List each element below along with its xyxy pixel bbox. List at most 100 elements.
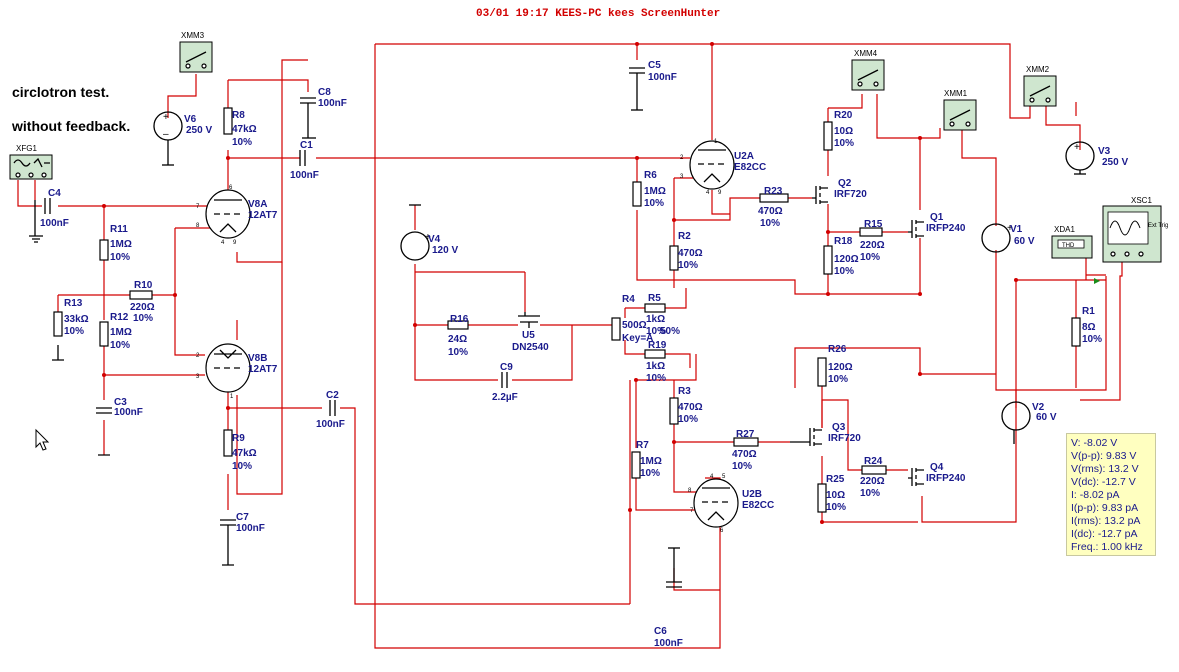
source-v4: + V4 120 V bbox=[400, 204, 458, 261]
r8-body bbox=[223, 107, 233, 135]
r25-value: 10Ω bbox=[826, 490, 845, 501]
r20-ref: R20 bbox=[834, 110, 853, 121]
u2b-part: E82CC bbox=[742, 500, 774, 511]
r7-tol: 10% bbox=[640, 468, 660, 479]
r24-tol: 10% bbox=[860, 488, 880, 499]
c4-value: 100nF bbox=[40, 218, 69, 229]
svg-text:7: 7 bbox=[196, 204, 200, 210]
c1-value: 100nF bbox=[290, 170, 319, 181]
r16-value: 24Ω bbox=[448, 334, 467, 345]
probe-ipp: I(p-p): 9.83 pA bbox=[1071, 502, 1139, 514]
c1-ref: C1 bbox=[300, 140, 313, 151]
c2-plates bbox=[329, 400, 336, 416]
svg-text:9: 9 bbox=[233, 240, 237, 246]
c5-value: 100nF bbox=[648, 72, 677, 83]
svg-text:–: – bbox=[163, 129, 169, 140]
mouse-cursor-icon bbox=[35, 428, 50, 451]
oscilloscope-xsc1[interactable]: Ext Trig XSC1 bbox=[1094, 196, 1168, 284]
r19-ref: R19 bbox=[648, 340, 667, 351]
probe-freq: Freq.: 1.00 kHz bbox=[1071, 541, 1143, 553]
r25-tol: 10% bbox=[826, 502, 846, 513]
r3-tol: 10% bbox=[678, 414, 698, 425]
function-generator-xfg1[interactable]: XFG1 bbox=[9, 144, 53, 180]
r10-ref: R10 bbox=[134, 280, 153, 291]
svg-text:+: + bbox=[1007, 223, 1013, 234]
multimeter-xmm4[interactable]: XMM4 bbox=[851, 49, 885, 91]
svg-text:1: 1 bbox=[714, 139, 718, 145]
tube-v8a bbox=[205, 189, 251, 239]
mosfet-q1 bbox=[908, 220, 924, 238]
svg-text:2: 2 bbox=[196, 353, 200, 359]
r2-ref: R2 bbox=[678, 231, 691, 242]
c9-value: 2.2µF bbox=[492, 392, 518, 403]
r20-body bbox=[823, 121, 833, 151]
c8-value: 100nF bbox=[318, 98, 347, 109]
svg-text:5: 5 bbox=[722, 474, 726, 480]
multimeter-xmm2[interactable]: XMM2 bbox=[1023, 65, 1057, 107]
r11-tol: 10% bbox=[110, 252, 130, 263]
probe-irms: I(rms): 13.2 pA bbox=[1071, 515, 1141, 527]
r11-ref: R11 bbox=[110, 224, 128, 235]
probe-v: V: -8.02 V bbox=[1071, 437, 1118, 449]
r1-ref: R1 bbox=[1082, 306, 1095, 317]
r11-value: 1MΩ bbox=[110, 239, 132, 250]
r13-ref: R13 bbox=[64, 298, 83, 309]
multimeter-xmm1[interactable]: XMM1 bbox=[943, 89, 977, 131]
capacitors bbox=[44, 67, 682, 588]
c2-ref: C2 bbox=[326, 390, 339, 401]
mosfet-q4 bbox=[908, 468, 924, 486]
xmm1-label: XMM1 bbox=[944, 89, 968, 98]
xsc1-ext-trig: Ext Trig bbox=[1148, 223, 1168, 229]
c1-plates bbox=[299, 150, 306, 166]
r13-value: 33kΩ bbox=[64, 314, 89, 325]
r6-tol: 10% bbox=[644, 198, 664, 209]
r5-ref: R5 bbox=[648, 293, 661, 304]
r16-tol: 10% bbox=[448, 347, 468, 358]
v6-ref: V6 bbox=[184, 114, 197, 125]
r5-pct: 50% bbox=[660, 326, 680, 337]
v1-value: 60 V bbox=[1014, 236, 1035, 247]
r26-value: 120Ω bbox=[828, 362, 853, 373]
r12-value: 1MΩ bbox=[110, 327, 132, 338]
svg-text:4: 4 bbox=[710, 474, 714, 480]
v3-ref: V3 bbox=[1098, 146, 1111, 157]
r9-tol: 10% bbox=[232, 461, 252, 472]
r4-value: 500Ω bbox=[622, 320, 647, 331]
r8-ref: R8 bbox=[232, 110, 245, 121]
r25-body bbox=[817, 483, 827, 513]
c6-value: 100nF bbox=[654, 638, 683, 649]
u2a-ref: U2A bbox=[734, 151, 754, 162]
xmm3-label: XMM3 bbox=[181, 31, 205, 40]
r1-body bbox=[1071, 317, 1081, 347]
mosfet-u5 bbox=[518, 312, 540, 328]
r26-body bbox=[817, 357, 827, 387]
r13-tol: 10% bbox=[64, 326, 84, 337]
svg-text:6: 6 bbox=[720, 528, 724, 534]
c3-value: 100nF bbox=[114, 407, 143, 418]
multimeter-xmm3[interactable]: XMM3 bbox=[179, 31, 213, 73]
r19-tol: 10% bbox=[646, 373, 666, 384]
r27-ref: R27 bbox=[736, 429, 755, 440]
r25-ref: R25 bbox=[826, 474, 845, 485]
svg-text:+: + bbox=[163, 112, 169, 123]
c3-plates bbox=[96, 407, 112, 414]
svg-text:8: 8 bbox=[196, 223, 200, 229]
r8-value: 47kΩ bbox=[232, 124, 257, 135]
c9-plates bbox=[501, 372, 508, 388]
r19-value: 1kΩ bbox=[646, 361, 665, 372]
wires bbox=[17, 43, 1123, 649]
xfg1-label: XFG1 bbox=[16, 144, 37, 153]
v8b-ref: V8B bbox=[248, 353, 267, 364]
mosfet-q3 bbox=[790, 428, 822, 446]
r15-body bbox=[859, 227, 883, 237]
svg-text:7: 7 bbox=[690, 508, 694, 514]
distortion-analyzer-xda1[interactable]: THD XDA1 bbox=[1051, 225, 1093, 259]
r1-tol: 10% bbox=[1082, 334, 1102, 345]
r7-value: 1MΩ bbox=[640, 456, 662, 467]
r5-value: 1kΩ bbox=[646, 314, 665, 325]
r26-tol: 10% bbox=[828, 374, 848, 385]
u2a-part: E82CC bbox=[734, 162, 766, 173]
source-v2: V2 60 V bbox=[1001, 401, 1057, 431]
probe-tooltip: V: -8.02 V V(p-p): 9.83 V V(rms): 13.2 V… bbox=[1066, 433, 1156, 556]
